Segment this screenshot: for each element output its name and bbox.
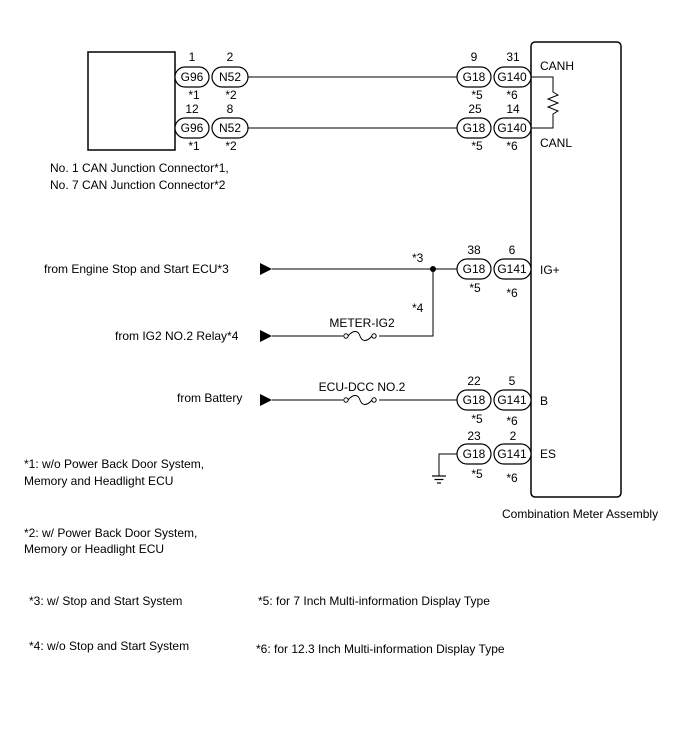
es-conn-a-label: G18 [463,447,486,461]
ecu-dcc-fuse-left-terminal [343,397,349,403]
ig2-relay-source-label: from IG2 NO.2 Relay*4 [115,329,239,343]
es-note-a: *5 [471,467,483,481]
b-note-a: *5 [471,412,483,426]
b-terminal-label: B [540,394,548,408]
canh-note-b: *6 [506,88,518,102]
junction-row2-conn-b-label: N52 [219,121,241,135]
junction-row1-pin-b: 2 [227,50,234,64]
junction-row2-note-b: *2 [225,139,237,153]
meter-ig2-fuse-right-terminal [371,333,377,339]
ig-note-a: *5 [469,281,481,295]
b-conn-b-label: G141 [497,393,527,407]
canl-conn-b-label: G140 [497,121,527,135]
ig-terminal-label: IG+ [540,263,560,277]
note-6: *6: for 12.3 Inch Multi-information Disp… [256,642,505,656]
junction-row1-pin-a: 1 [189,50,196,64]
es-conn-b-label: G141 [497,447,527,461]
battery-source-label: from Battery [177,391,242,405]
canh-terminal-label: CANH [540,59,574,73]
note-3: *3: w/ Stop and Start System [29,594,182,608]
meter-ig2-fuse-icon [347,331,373,341]
junction-row1-conn-a-label: G96 [181,70,204,84]
canh-pin-b: 31 [506,50,520,64]
ecu-dcc-fuse-gap [343,396,379,404]
note-2-line2: Memory or Headlight ECU [24,542,164,556]
ig-note-b: *6 [506,286,518,300]
ecu-dcc-fuse-label: ECU-DCC NO.2 [319,380,406,394]
es-ground-wire [438,453,457,476]
ig-conn-a-label: G18 [463,262,486,276]
canl-pin-b: 14 [506,102,520,116]
ecu-dcc-fuse-icon [347,395,373,405]
note-1-line1: *1: w/o Power Back Door System, [24,457,204,471]
meter-ig2-fuse-label: METER-IG2 [329,316,395,330]
note-4: *4: w/o Stop and Start System [29,639,189,653]
canl-connector-g140 [493,117,532,139]
junction-row2-conn-a-label: G96 [181,121,204,135]
canl-note-a: *5 [471,139,483,153]
ig2-relay-arrow-icon [260,330,272,342]
canh-conn-a-label: G18 [463,70,486,84]
b-pin-b: 5 [509,374,516,388]
canh-note-a: *5 [471,88,483,102]
canl-terminal-label: CANL [540,136,572,150]
junction-caption-line1: No. 1 CAN Junction Connector*1, [50,161,229,175]
meter-ig2-fuse-gap [343,332,379,340]
junction-row2-connector-g96 [174,117,210,139]
ig-pin-b: 6 [509,243,516,257]
battery-arrow-icon [260,394,272,406]
note-2-line1: *2: w/ Power Back Door System, [24,526,197,540]
meter-ig2-fuse-left-terminal [343,333,349,339]
b-conn-a-label: G18 [463,393,486,407]
ig-pin-a: 38 [467,243,481,257]
es-note-b: *6 [506,471,518,485]
meter-caption: Combination Meter Assembly [502,507,658,521]
note-5: *5: for 7 Inch Multi-information Display… [258,594,490,608]
can-junction-connector-box [87,51,176,151]
junction-caption-line2: No. 7 CAN Junction Connector*2 [50,178,226,192]
junction-row2-pin-a: 12 [185,102,199,116]
engine-wire-note: *3 [412,251,424,265]
ig2-relay-wire [272,269,434,337]
ecu-dcc-fuse-right-terminal [371,397,377,403]
junction-row1-conn-b-label: N52 [219,70,241,84]
meter-internal-resistor [531,76,560,129]
engine-ecu-source-label: from Engine Stop and Start ECU*3 [44,262,229,276]
note-1-line2: Memory and Headlight ECU [24,474,173,488]
canl-note-b: *6 [506,139,518,153]
b-pin-a: 22 [467,374,481,388]
junction-row2-note-a: *1 [188,139,200,153]
ig-conn-b-label: G141 [497,262,527,276]
ig2-wire-note: *4 [412,301,424,315]
ig-connector-g141 [493,258,532,280]
es-pin-b: 2 [510,429,517,443]
canl-pin-a: 25 [468,102,482,116]
engine-ecu-arrow-icon [260,263,272,275]
junction-row1-note-b: *2 [225,88,237,102]
es-terminal-label: ES [540,447,556,461]
canl-conn-a-label: G18 [463,121,486,135]
junction-row2-pin-b: 8 [227,102,234,116]
b-connector-g141 [493,389,532,411]
es-connector-g141 [493,443,532,465]
b-note-b: *6 [506,414,518,428]
junction-row1-connector-g96 [174,66,210,88]
canh-pin-a: 9 [471,50,478,64]
canh-conn-b-label: G140 [497,70,527,84]
junction-row1-note-a: *1 [188,88,200,102]
canh-connector-g140 [493,66,532,88]
es-pin-a: 23 [467,429,481,443]
